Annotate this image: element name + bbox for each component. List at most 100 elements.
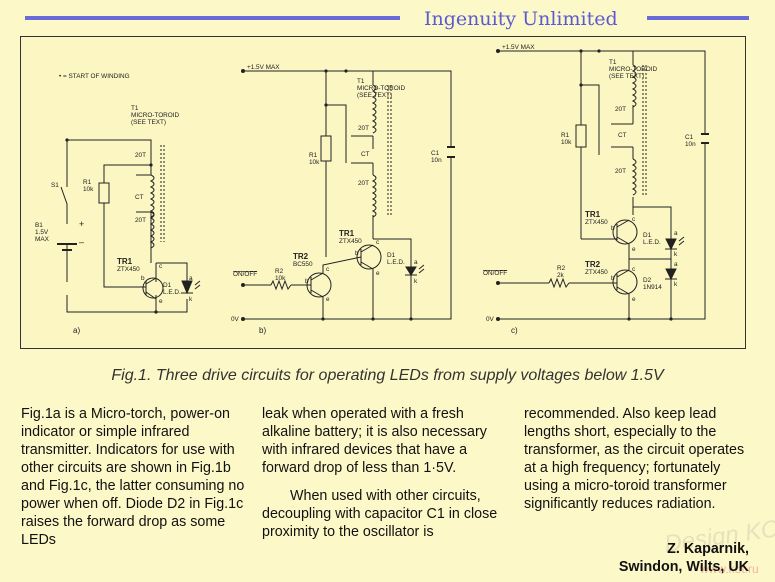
- c-d2-label: D2: [643, 277, 652, 284]
- a-b1-max: MAX: [35, 236, 50, 243]
- b-pin-a: a: [414, 259, 418, 266]
- body-paragraph-2a: leak when operated with a fresh alkaline…: [262, 406, 487, 476]
- a-winding1-label: 20T: [135, 152, 146, 159]
- body-column-1: Fig.1a is a Micro-torch, power-on indica…: [21, 405, 246, 549]
- c-r2-label: R2: [557, 265, 566, 272]
- c-zero-label: 0V: [486, 316, 495, 323]
- a-pin-b: b: [141, 275, 145, 282]
- c-tr2-pin-b: b: [611, 275, 615, 282]
- a-d1-label: D1: [163, 282, 172, 289]
- c-tr1-pin-c: c: [632, 216, 636, 223]
- b-r1-value: 10k: [309, 159, 320, 166]
- b-ct-label: CT: [361, 151, 370, 158]
- b-supply-label: +1.5V MAX: [247, 64, 280, 71]
- a-t1-label: T1: [131, 105, 139, 112]
- b-t1-desc1: MICRO-TOROID: [357, 85, 406, 92]
- author-location: Swindon, Wilts, UK: [618, 559, 749, 575]
- author-name: Z. Kaparnik,: [667, 541, 749, 557]
- c-winding1-label: 20T: [615, 106, 626, 113]
- b-r2-value: 10k: [275, 275, 286, 282]
- watermark-url: www.kot.ru: [700, 562, 759, 576]
- b-tr1-pin-b: b: [355, 250, 359, 257]
- c-d2-type: 1N914: [643, 284, 662, 291]
- b-tr2-pin-c: c: [326, 266, 330, 273]
- c-tr1-type: ZTX450: [585, 219, 608, 226]
- b-d1-type: L.E.D.: [387, 259, 405, 266]
- c-supply-label: +1.5V MAX: [502, 44, 535, 51]
- a-s1-label: S1: [51, 182, 59, 189]
- b-tr2-type: BC550: [293, 261, 313, 268]
- start-of-winding-legend: • = START OF WINDING: [59, 73, 130, 80]
- body-paragraph-2b: When used with other circuits, decouplin…: [262, 488, 498, 540]
- b-panel-label: b): [259, 326, 266, 335]
- c-r2-value: 2k: [557, 272, 565, 279]
- circuit-diagram: • = START OF WINDING T1 MICRO-TOROID (SE…: [35, 44, 709, 335]
- b-tr1-label: TR1: [339, 229, 355, 238]
- c-tr1-pin-e: e: [632, 246, 636, 253]
- a-minus-sign: –: [79, 237, 84, 247]
- b-r1-label: R1: [309, 152, 318, 159]
- body-column-3: recommended. Also keep lead lengths shor…: [524, 405, 756, 513]
- c-t1-label: T1: [609, 59, 617, 66]
- c-d1-pin-k: k: [674, 251, 678, 258]
- c-d1-pin-a: a: [674, 230, 678, 237]
- a-r1-label: R1: [83, 179, 92, 186]
- b-tr2-pin-b: b: [305, 278, 309, 285]
- c-winding2-label: 20T: [615, 168, 626, 175]
- a-pin-e: e: [159, 298, 163, 305]
- b-c1-label: C1: [431, 150, 440, 157]
- c-onoff-label: ON/OFF: [483, 270, 507, 277]
- a-r1-value: 10k: [83, 186, 94, 193]
- a-b1-value: 1.5V: [35, 229, 49, 236]
- c-d2-pin-a: a: [674, 261, 678, 268]
- b-tr1-type: ZTX450: [339, 238, 362, 245]
- c-t1-desc2: (SEE TEXT): [609, 73, 644, 80]
- a-tr1-type: ZTX450: [117, 266, 140, 273]
- body-paragraph-1: Fig.1a is a Micro-torch, power-on indica…: [21, 406, 245, 548]
- b-c1-value: 10n: [431, 157, 442, 164]
- c-tr2-type: ZTX450: [585, 269, 608, 276]
- c-panel-label: c): [511, 326, 518, 335]
- c-c1-value: 10n: [685, 141, 696, 148]
- c-tr1-pin-b: b: [611, 225, 615, 232]
- c-d2-pin-k: k: [674, 281, 678, 288]
- b-d1-label: D1: [387, 252, 396, 259]
- header-rule-right: [647, 16, 749, 20]
- a-t1-desc1: MICRO-TOROID: [131, 112, 180, 119]
- b-tr1-pin-c: c: [376, 239, 380, 246]
- header-title: Ingenuity Unlimited: [424, 8, 618, 30]
- a-pin-c: c: [159, 263, 163, 270]
- c-d1-label: D1: [643, 232, 652, 239]
- b-winding2-label: 20T: [358, 180, 369, 187]
- b-tr2-label: TR2: [293, 252, 309, 261]
- b-r2-label: R2: [275, 268, 284, 275]
- c-ct-label: CT: [618, 132, 627, 139]
- b-tr1-pin-e: e: [376, 270, 380, 277]
- a-panel-label: a): [73, 326, 80, 335]
- body-column-2: leak when operated with a fresh alkaline…: [262, 405, 507, 541]
- c-c1-label: C1: [685, 134, 694, 141]
- a-ct-label: CT: [135, 194, 144, 201]
- a-pin-k: k: [189, 296, 193, 303]
- c-t1-desc1: MICRO-TOROID: [609, 66, 658, 73]
- c-tr2-pin-e: e: [632, 296, 636, 303]
- b-zero-label: 0V: [231, 316, 240, 323]
- body-paragraph-3: recommended. Also keep lead lengths shor…: [524, 406, 745, 512]
- b-winding1-label: 20T: [358, 125, 369, 132]
- a-b1-label: B1: [35, 222, 43, 229]
- b-pin-k: k: [414, 278, 418, 285]
- c-tr2-pin-c: c: [632, 266, 636, 273]
- a-winding2-label: 20T: [135, 217, 146, 224]
- c-r1-label: R1: [561, 132, 570, 139]
- figure-panel: • = START OF WINDING T1 MICRO-TOROID (SE…: [20, 36, 746, 349]
- b-tr2-pin-e: e: [326, 296, 330, 303]
- c-r1-value: 10k: [561, 139, 572, 146]
- c-d1-type: L.E.D.: [643, 239, 661, 246]
- a-pin-a: a: [189, 275, 193, 282]
- b-onoff-label: ON/OFF: [233, 271, 257, 278]
- a-tr1-label: TR1: [117, 257, 133, 266]
- b-t1-desc2: (SEE TEXT): [357, 92, 392, 99]
- a-d1-type: L.E.D.: [163, 289, 181, 296]
- header-rule-left: [25, 16, 400, 20]
- figure-caption: Fig.1. Three drive circuits for operatin…: [111, 367, 664, 384]
